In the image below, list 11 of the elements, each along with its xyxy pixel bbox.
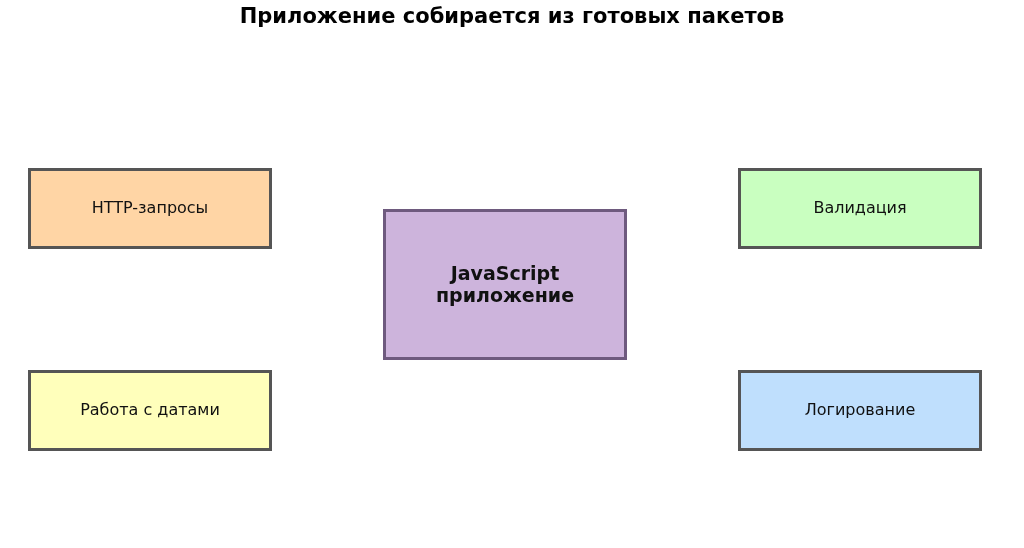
node-label: Работа с датами [80, 401, 220, 420]
node-label: JavaScript приложение [434, 262, 576, 307]
package-box [738, 370, 982, 451]
package-box [28, 370, 272, 451]
node-label: Валидация [813, 199, 907, 218]
diagram-title: Приложение собирается из готовых пакетов [238, 4, 786, 28]
application-box [383, 209, 627, 360]
node-label: Логирование [804, 401, 916, 420]
node-label: HTTP-запросы [91, 199, 209, 218]
package-box [738, 168, 982, 249]
package-box [28, 168, 272, 249]
